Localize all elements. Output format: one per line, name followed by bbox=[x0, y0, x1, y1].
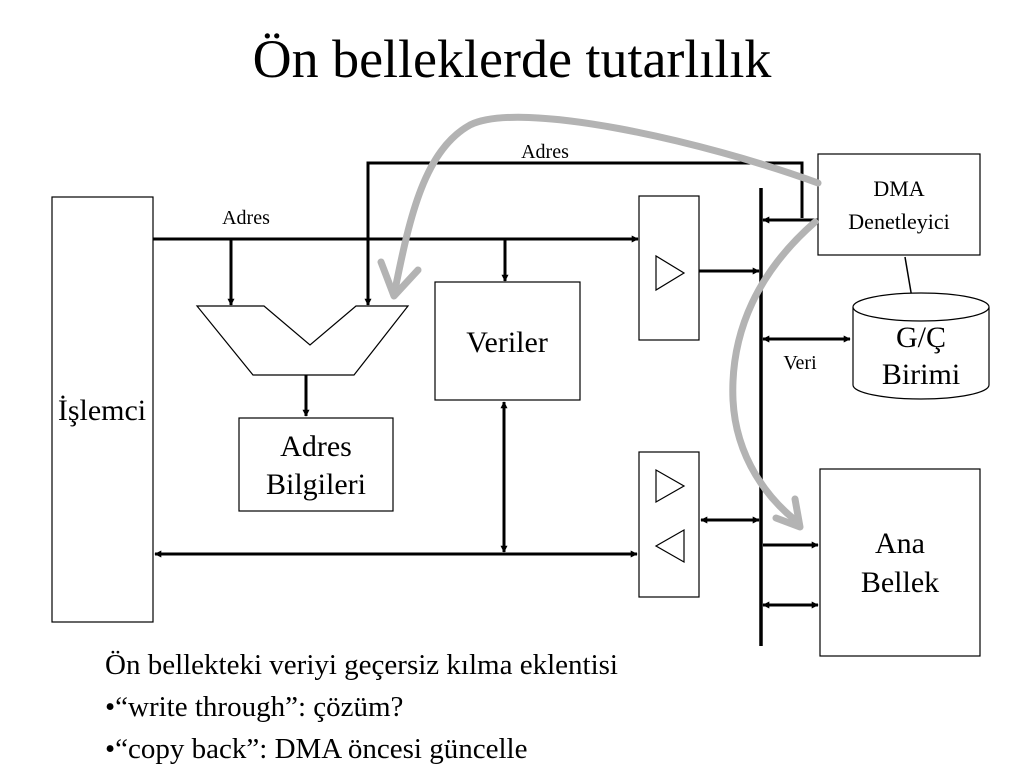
gray-arrow-to-memory bbox=[729, 218, 819, 524]
page-title: Ön belleklerde tutarlılık bbox=[252, 29, 772, 89]
address-info-line1: Adres bbox=[280, 430, 352, 463]
address-info-box bbox=[238, 417, 394, 512]
comparator-shape bbox=[195, 305, 410, 376]
main-memory-box bbox=[819, 468, 981, 657]
gray-arrowhead-memory bbox=[772, 495, 804, 531]
buffer-right-triangle-upper bbox=[655, 254, 686, 292]
data-label: Veri bbox=[783, 352, 817, 374]
data-box-label: Veriler bbox=[466, 326, 548, 359]
dma-address-line bbox=[364, 161, 804, 306]
data-buffer-box bbox=[638, 451, 700, 598]
processor-label: İşlemci bbox=[58, 394, 146, 427]
data-box bbox=[434, 281, 581, 401]
note-line-1: Ön bellekteki veriyi geçersiz kılma ekle… bbox=[105, 649, 618, 681]
note-line-2: •“write through”: çözüm? bbox=[105, 691, 404, 723]
dma-label-line2: Denetleyici bbox=[848, 209, 949, 234]
address-label-left: Adres bbox=[222, 207, 270, 229]
dma-controller-box bbox=[817, 153, 981, 256]
io-unit-cylinder bbox=[852, 307, 990, 400]
gray-arrow-to-comparator bbox=[391, 113, 822, 294]
buffer-right-triangle-lower bbox=[655, 468, 686, 504]
address-label-top: Adres bbox=[521, 141, 569, 163]
dma-label-line1: DMA bbox=[873, 176, 924, 201]
io-unit-top bbox=[852, 292, 990, 322]
address-info-line2: Bilgileri bbox=[266, 468, 366, 501]
io-unit-line2: Birimi bbox=[882, 358, 960, 391]
notes-list: Ön bellekteki veriyi geçersiz kılma ekle… bbox=[105, 644, 618, 770]
buffer-left-triangle-lower bbox=[654, 528, 685, 564]
main-memory-line1: Ana bbox=[875, 527, 925, 560]
io-unit-line1: G/Ç bbox=[896, 321, 946, 354]
gray-arrowhead-comparator bbox=[377, 258, 422, 300]
note-line-3: •“copy back”: DMA öncesi güncelle bbox=[105, 733, 528, 765]
main-memory-line2: Bellek bbox=[861, 566, 939, 599]
processor-box bbox=[51, 196, 154, 623]
